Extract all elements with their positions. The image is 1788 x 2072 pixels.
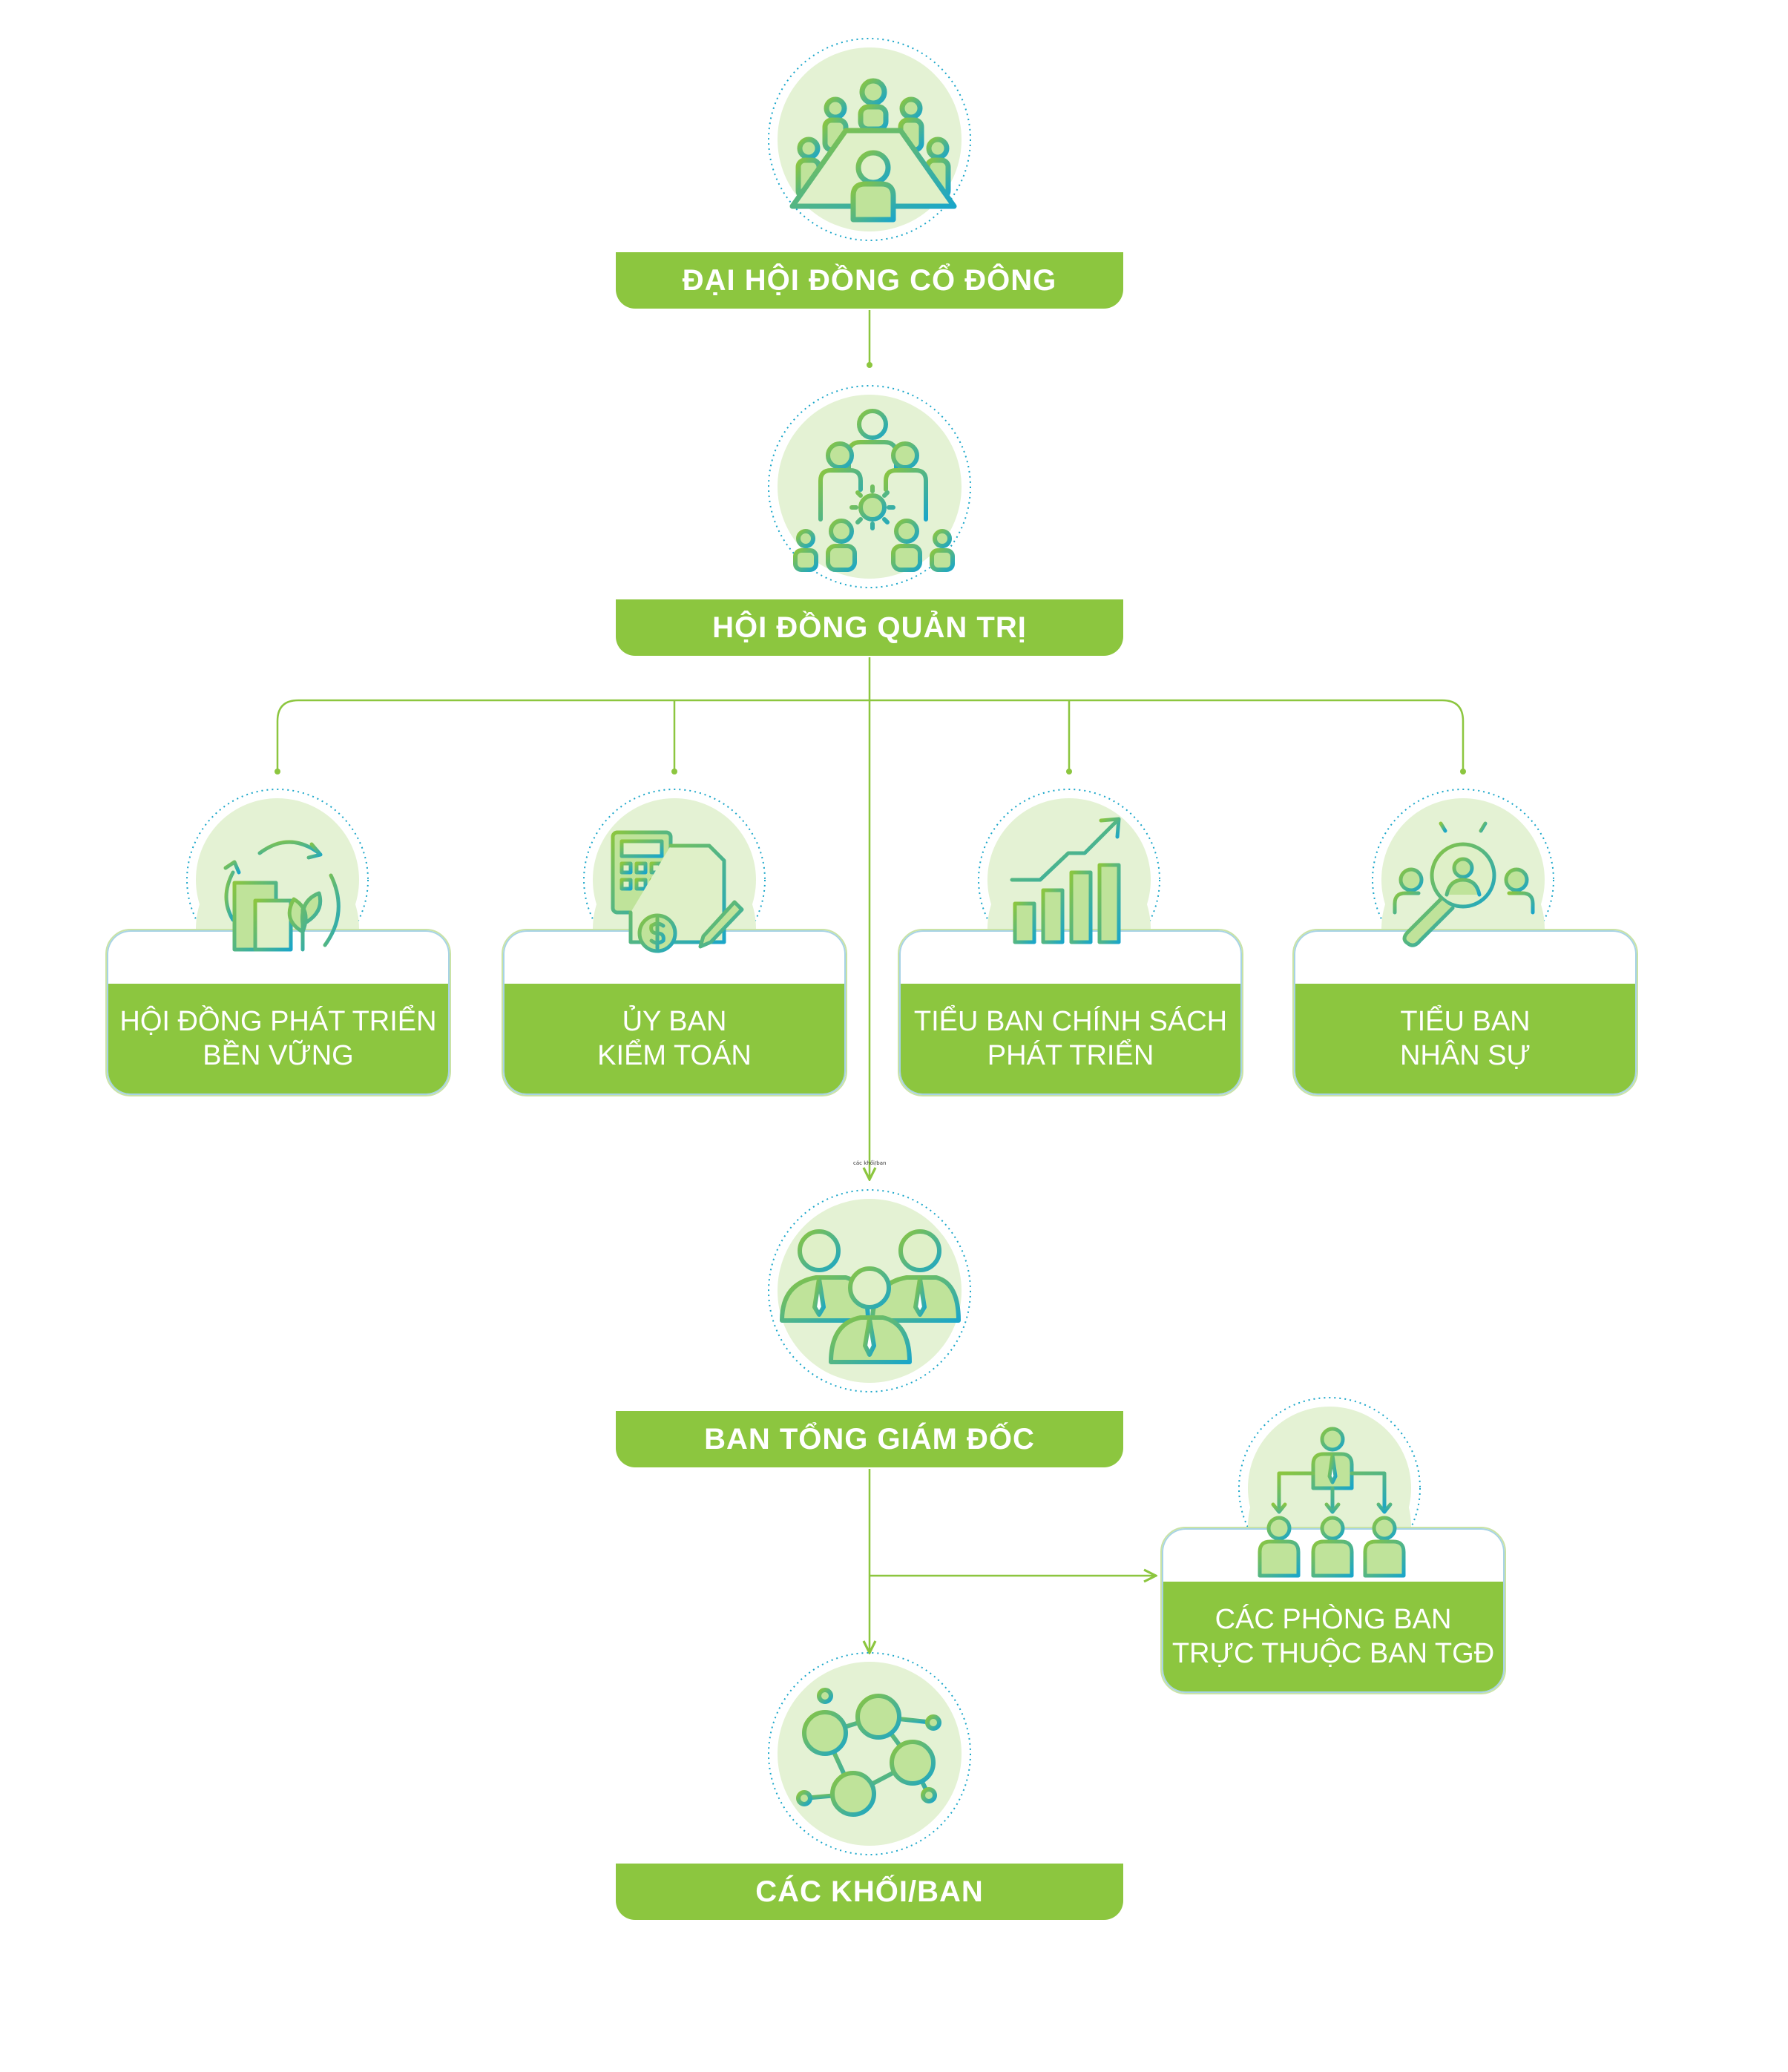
tiny-note: các khối/ban [853,1160,887,1166]
divisions-icon-circle [768,1652,971,1855]
executives-icon [780,1229,961,1364]
committee-line2: NHÂN SỰ [1399,1040,1531,1071]
ceo-board-label: BAN TỔNG GIÁM ĐỐC [616,1411,1123,1467]
committee-line2: KIỂM TOÁN [597,1040,752,1071]
connectors [275,310,1466,1651]
board-label: HỘI ĐỒNG QUẢN TRỊ [616,599,1123,656]
shareholders-label: ĐẠI HỘI ĐỒNG CỔ ĐÔNG [616,252,1123,309]
team-gear-icon [793,409,955,572]
side-unit-line2: TRỰC THUỘC BAN TGĐ [1171,1638,1495,1669]
side-unit-line1: CÁC PHÒNG BAN [1215,1604,1452,1635]
committee-line1: TIỂU BAN CHÍNH SÁCH [913,1006,1228,1037]
committee-line2: BỀN VỮNG [203,1040,354,1071]
committee-line1: ỦY BAN [622,1006,727,1037]
connector-committee-bus [276,699,1465,772]
network-people-icon [796,1688,941,1817]
committee-line1: HỘI ĐỒNG PHÁT TRIỂN [119,1006,437,1037]
meeting-table-icon [789,78,957,237]
committee-line1: TIỂU BAN [1400,1006,1531,1037]
divisions-label: CÁC KHỐI/BAN [616,1864,1123,1920]
committee-line2: PHÁT TRIỂN [987,1040,1154,1071]
